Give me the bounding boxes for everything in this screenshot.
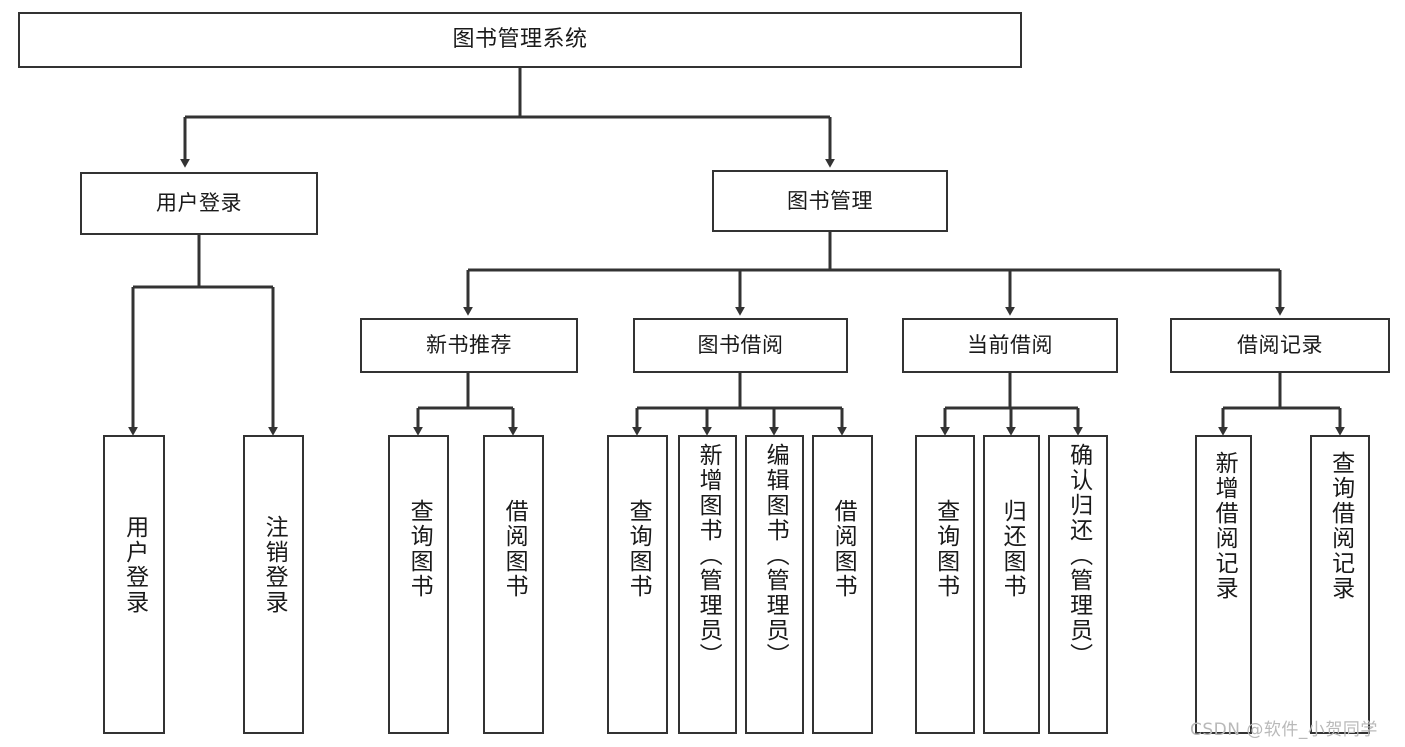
node-label: 用户登录 — [156, 191, 242, 216]
node-label: 当前借阅 — [967, 333, 1053, 358]
node-label: 查询图书 — [932, 499, 959, 599]
node-label: 新书推荐 — [426, 333, 512, 358]
node-user-login[interactable]: 用户登录 — [80, 172, 318, 235]
node-label: 借阅记录 — [1237, 333, 1323, 358]
node-label: 图书管理系统 — [452, 27, 588, 53]
node-label: 图书借阅 — [697, 333, 784, 358]
leaf-new-book-query-book[interactable]: 查询图书 — [388, 435, 449, 734]
node-label: 用户登录 — [121, 515, 148, 615]
node-label: 借阅图书 — [501, 499, 528, 599]
node-label: 编辑图书（管理员） — [762, 443, 789, 668]
node-new-book-recommend[interactable]: 新书推荐 — [360, 318, 578, 373]
node-book-borrow[interactable]: 图书借阅 — [633, 318, 848, 373]
node-label: 注销登录 — [261, 515, 288, 615]
node-label: 查询图书 — [625, 499, 652, 599]
leaf-borrow-record-query-record[interactable]: 查询借阅记录 — [1310, 435, 1370, 734]
node-label: 新增借阅记录 — [1211, 451, 1238, 601]
leaf-user-login-signout[interactable]: 注销登录 — [243, 435, 304, 734]
leaf-current-borrow-return-book[interactable]: 归还图书 — [983, 435, 1040, 734]
leaf-current-borrow-query-book[interactable]: 查询图书 — [915, 435, 975, 734]
leaf-book-borrow-edit-book-admin[interactable]: 编辑图书（管理员） — [745, 435, 804, 734]
node-current-borrow[interactable]: 当前借阅 — [902, 318, 1118, 373]
leaf-user-login-signin[interactable]: 用户登录 — [103, 435, 165, 734]
leaf-book-borrow-query-book[interactable]: 查询图书 — [607, 435, 668, 734]
node-book-management[interactable]: 图书管理 — [712, 170, 948, 232]
node-borrow-record[interactable]: 借阅记录 — [1170, 318, 1390, 373]
node-label: 查询图书 — [406, 499, 433, 599]
leaf-book-borrow-borrow-book[interactable]: 借阅图书 — [812, 435, 873, 734]
leaf-new-book-borrow-book[interactable]: 借阅图书 — [483, 435, 544, 734]
node-label: 借阅图书 — [830, 499, 857, 599]
leaf-current-borrow-confirm-return-admin[interactable]: 确认归还（管理员） — [1048, 435, 1108, 734]
leaf-borrow-record-add-record[interactable]: 新增借阅记录 — [1195, 435, 1252, 734]
node-label: 图书管理 — [787, 188, 873, 213]
leaf-book-borrow-add-book-admin[interactable]: 新增图书（管理员） — [678, 435, 737, 734]
node-label: 确认归还（管理员） — [1065, 443, 1092, 668]
node-root-book-management-system[interactable]: 图书管理系统 — [18, 12, 1022, 68]
node-label: 新增图书（管理员） — [695, 443, 722, 668]
csdn-watermark: CSDN @软件_小贺同学 — [1190, 720, 1378, 740]
node-label: 查询借阅记录 — [1327, 451, 1354, 601]
node-label: 归还图书 — [999, 499, 1026, 599]
